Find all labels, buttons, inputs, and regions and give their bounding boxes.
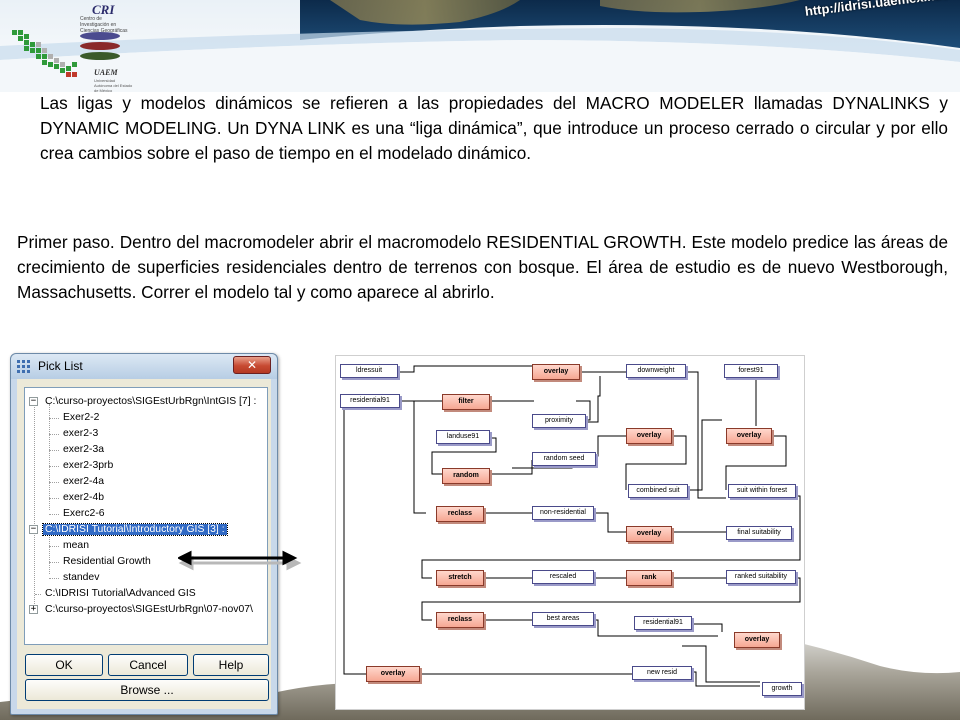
earth-horizon-image: [0, 0, 960, 92]
logo-subtitle: Centro de Investigación en Ciencias Geog…: [80, 16, 128, 34]
tree-item-residential-growth[interactable]: Residential Growth: [49, 554, 153, 570]
tree-folder-07-nov07[interactable]: + C:\curso-proyectos\SIGEstUrbRgn\07-nov…: [29, 602, 255, 618]
model-node-suit-within-forest[interactable]: suit within forest: [728, 484, 796, 498]
model-node-filter[interactable]: filter: [442, 394, 490, 410]
tree-item-label: C:\IDRISI Tutorial\Advanced GIS: [45, 588, 196, 599]
tree-item-exer2-3[interactable]: exer2-3: [49, 426, 100, 442]
collapse-toggle-icon[interactable]: −: [29, 524, 38, 534]
pick-list-grid-icon: [17, 360, 30, 373]
model-node-random-seed[interactable]: random seed: [532, 452, 596, 466]
model-node-reclass1[interactable]: reclass: [436, 506, 484, 522]
tree-item-label: mean: [63, 540, 89, 551]
model-node-residential91b[interactable]: residential91: [634, 616, 692, 630]
model-node-final-suitability[interactable]: final suitability: [726, 526, 792, 540]
tree-item-standev[interactable]: standev: [49, 570, 101, 586]
tree-item-label: C:\curso-proyectos\SIGEstUrbRgn\IntGIS […: [45, 396, 257, 407]
pick-list-body: − C:\curso-proyectos\SIGEstUrbRgn\IntGIS…: [17, 379, 271, 709]
tree-item-label: exer2-4b: [63, 492, 105, 503]
tree-item-exer2-3prb[interactable]: exer2-3prb: [49, 458, 115, 474]
model-node-overlay1[interactable]: overlay: [532, 364, 580, 380]
model-node-stretch[interactable]: stretch: [436, 570, 484, 586]
logo-org: UAEM: [94, 68, 118, 77]
model-node-residential91[interactable]: residential91: [340, 394, 400, 408]
tree-item-exer2-4a[interactable]: exer2-4a: [49, 474, 106, 490]
tree-item-exerc2-6[interactable]: Exerc2-6: [49, 506, 107, 522]
intro-paragraph: Las ligas y modelos dinámicos se refiere…: [40, 93, 948, 163]
model-node-forest91[interactable]: forest91: [724, 364, 778, 378]
model-node-ldressuit[interactable]: ldressuit: [340, 364, 398, 378]
header-banner: CRI Centro de Investigación en Ciencias …: [0, 0, 960, 92]
tree-item-label: C:\curso-proyectos\SIGEstUrbRgn\07-nov07…: [45, 604, 253, 615]
logo-title: CRI: [92, 2, 115, 17]
institution-logo: CRI Centro de Investigación en Ciencias …: [8, 2, 132, 92]
tree-item-exer2-3a[interactable]: exer2-3a: [49, 442, 106, 458]
tree-item-label: exer2-4a: [63, 476, 105, 487]
tree-item-label: Residential Growth: [63, 556, 151, 567]
tree-connector: [49, 532, 50, 574]
model-node-rank[interactable]: rank: [626, 570, 672, 586]
model-node-ranked-suitability[interactable]: ranked suitability: [726, 570, 796, 584]
collapse-toggle-icon[interactable]: −: [29, 396, 38, 406]
tree-item-label: exer2-3a: [63, 444, 105, 455]
model-node-reclass2[interactable]: reclass: [436, 612, 484, 628]
model-node-overlay5[interactable]: overlay: [734, 632, 780, 648]
expand-toggle-icon[interactable]: +: [29, 604, 38, 614]
tree-folder-advanced-gis[interactable]: C:\IDRISI Tutorial\Advanced GIS: [35, 586, 198, 602]
satellite-band-icon: [80, 32, 120, 60]
pick-list-title: Pick List: [38, 359, 83, 373]
help-button[interactable]: Help: [193, 654, 269, 676]
cancel-button[interactable]: Cancel: [108, 654, 188, 676]
tree-folder-intgis[interactable]: − C:\curso-proyectos\SIGEstUrbRgn\IntGIS…: [29, 394, 258, 410]
tree-connector: [34, 402, 35, 614]
tree-item-label: C:\IDRISI Tutorial\Introductory GIS [3] …: [42, 523, 228, 536]
directory-tree[interactable]: − C:\curso-proyectos\SIGEstUrbRgn\IntGIS…: [24, 387, 268, 645]
mexico-map-icon: [12, 30, 77, 77]
model-node-combined-suit[interactable]: combined suit: [628, 484, 688, 498]
model-node-new-resid[interactable]: new resid: [632, 666, 692, 680]
pick-list-window[interactable]: Pick List ✕ − C:\curso-proyectos\SIGEstU…: [10, 353, 278, 715]
model-node-best-areas[interactable]: best areas: [532, 612, 594, 626]
browse-button[interactable]: Browse ...: [25, 679, 269, 701]
tree-item-label: exer2-3prb: [63, 460, 114, 471]
model-node-rescaled[interactable]: rescaled: [532, 570, 594, 584]
ok-button[interactable]: OK: [25, 654, 103, 676]
model-node-landuse91[interactable]: landuse91: [436, 430, 490, 444]
tree-folder-introductory-gis[interactable]: − C:\IDRISI Tutorial\Introductory GIS [3…: [29, 522, 228, 538]
model-node-overlay6[interactable]: overlay: [366, 666, 420, 682]
model-node-overlay4[interactable]: overlay: [626, 526, 672, 542]
model-node-random[interactable]: random: [442, 468, 490, 484]
residential-growth-macro-model[interactable]: ldressuit overlay downweight forest91 re…: [335, 355, 805, 710]
tree-item-exer2-4b[interactable]: exer2-4b: [49, 490, 106, 506]
step-one-paragraph: Primer paso. Dentro del macromodeler abr…: [17, 232, 948, 302]
model-node-overlay2[interactable]: overlay: [626, 428, 672, 444]
logo-org-subtitle: Universidad Autónoma del Estado de Méxic…: [94, 78, 133, 92]
double-arrow-icon: [178, 550, 302, 571]
model-node-overlay3[interactable]: overlay: [726, 428, 772, 444]
tree-item-label: standev: [63, 572, 100, 583]
tree-item-mean[interactable]: mean: [49, 538, 91, 554]
model-node-proximity[interactable]: proximity: [532, 414, 586, 428]
model-node-growth[interactable]: growth: [762, 682, 802, 696]
tree-connector: [49, 404, 50, 510]
tree-item-label: Exerc2-6: [63, 508, 105, 519]
pick-list-titlebar[interactable]: Pick List ✕: [11, 354, 277, 379]
close-icon[interactable]: ✕: [233, 356, 271, 374]
model-node-downweight[interactable]: downweight: [626, 364, 686, 378]
tree-item-label: exer2-3: [63, 428, 99, 439]
tree-item-label: Exer2-2: [63, 412, 100, 423]
model-node-non-residential[interactable]: non-residential: [532, 506, 594, 520]
tree-item-exer2-2[interactable]: Exer2-2: [49, 410, 101, 426]
